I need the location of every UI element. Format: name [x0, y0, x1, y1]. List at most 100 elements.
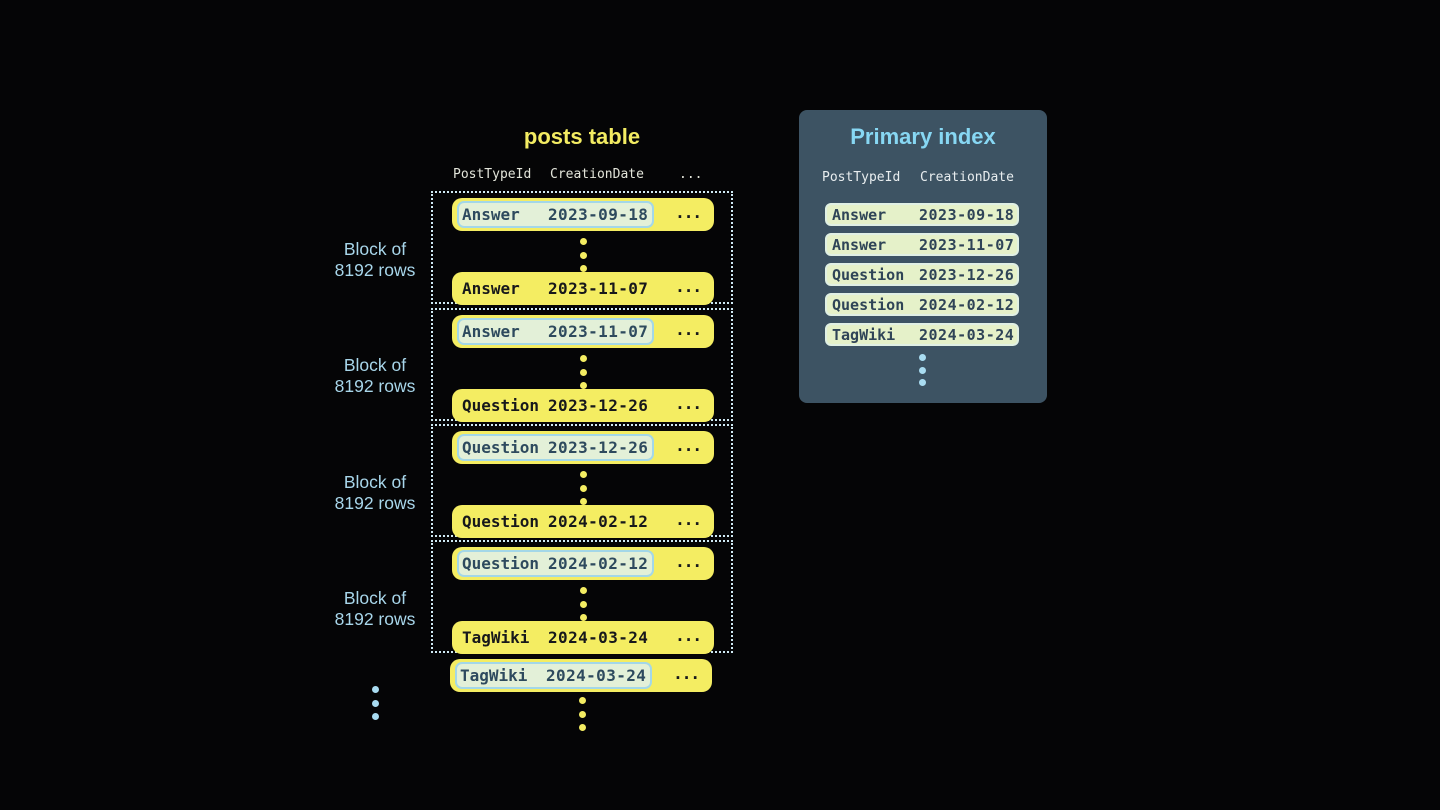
block-size-label-line1: Block of: [343, 472, 407, 492]
row-ellipsis: ...: [675, 551, 702, 571]
table-continues-dots: [431, 697, 733, 731]
index-entry-row: TagWiki 2024-03-24: [825, 323, 1019, 346]
cell-posttypeid: Question: [462, 554, 540, 573]
more-blocks-dots: [344, 686, 406, 720]
cell-posttypeid: Question: [462, 512, 540, 531]
row-ellipsis: ...: [675, 276, 702, 296]
dot-icon: [579, 587, 587, 594]
dot-icon: [579, 265, 587, 272]
dot-icon: [918, 354, 926, 361]
posts-column-header-ellipsis: ...: [679, 167, 703, 182]
table-row: Question 2024-02-12...: [452, 505, 714, 538]
key-values: Question 2023-12-26: [457, 392, 654, 419]
block-size-label-line2: 8192 rows: [334, 493, 416, 513]
cell-posttypeid: TagWiki: [462, 628, 530, 647]
key-values: Question 2024-02-12: [457, 508, 654, 535]
table-row: Answer 2023-11-07...: [452, 315, 714, 348]
row-ellipsis: ...: [673, 663, 700, 683]
cell-creationdate: 2023-12-26: [919, 265, 1015, 284]
table-row: TagWiki 2024-03-24...: [452, 621, 714, 654]
cell-creationdate: 2023-09-18: [919, 205, 1015, 224]
posts-table-title: posts table: [523, 124, 641, 149]
row-ellipsis: ...: [675, 435, 702, 455]
index-column-header-posttypeid: PostTypeId: [822, 170, 901, 185]
block-size-label-line1: Block of: [343, 588, 407, 608]
cell-posttypeid: Question: [462, 396, 540, 415]
dot-icon: [918, 379, 926, 386]
row-block: Question 2024-02-12... TagWiki 2024-03-24..…: [431, 540, 733, 654]
overflow-row-container: TagWiki 2024-03-24...: [431, 654, 733, 697]
block-size-label-line2: 8192 rows: [334, 260, 416, 280]
dot-icon: [371, 686, 379, 693]
cell-creationdate: 2024-03-24: [919, 325, 1015, 344]
dot-icon: [579, 614, 587, 621]
highlighted-key-pill: Question 2023-12-26: [457, 434, 654, 461]
dot-icon: [579, 238, 587, 245]
dot-icon: [579, 471, 587, 478]
posts-column-header-creationdate: CreationDate: [550, 167, 644, 182]
dot-icon: [578, 697, 586, 704]
highlighted-key-pill: Question 2024-02-12: [457, 550, 654, 577]
table-row: Question 2024-02-12...: [452, 547, 714, 580]
row-ellipsis: ...: [675, 319, 702, 339]
cell-creationdate: 2023-12-26: [548, 396, 649, 415]
cell-posttypeid: Answer: [832, 205, 887, 224]
index-continues-dots: [825, 354, 1019, 386]
dot-icon: [579, 484, 587, 492]
row-ellipsis: ...: [675, 509, 702, 529]
row-ellipsis: ...: [675, 202, 702, 222]
key-values: TagWiki 2024-03-24: [457, 624, 654, 651]
row-block: Question 2023-12-26... Question 2024-02-12.…: [431, 424, 733, 538]
cell-posttypeid: Answer: [832, 235, 887, 254]
block-size-label-line1: Block of: [343, 355, 407, 375]
table-row: TagWiki 2024-03-24...: [450, 659, 712, 692]
dot-icon: [579, 355, 587, 362]
cell-creationdate: 2023-12-26: [548, 438, 649, 457]
cell-creationdate: 2023-11-07: [548, 279, 649, 298]
cell-creationdate: 2024-02-12: [919, 295, 1015, 314]
dot-icon: [579, 382, 587, 389]
dot-icon: [579, 600, 587, 608]
cell-creationdate: 2024-03-24: [546, 666, 647, 685]
dot-icon: [371, 699, 379, 707]
row-ellipsis: ...: [675, 625, 702, 645]
cell-posttypeid: Answer: [462, 322, 520, 341]
cell-posttypeid: TagWiki: [832, 325, 896, 344]
cell-creationdate: 2023-11-07: [548, 322, 649, 341]
row-ellipsis: ...: [675, 393, 702, 413]
posts-column-header-posttypeid: PostTypeId: [453, 167, 532, 182]
cell-creationdate: 2024-02-12: [548, 554, 649, 573]
highlighted-key-pill: Answer 2023-11-07: [457, 318, 654, 345]
cell-posttypeid: Answer: [462, 205, 520, 224]
dot-icon: [579, 251, 587, 259]
cell-posttypeid: TagWiki: [460, 666, 528, 685]
dot-icon: [579, 368, 587, 376]
index-entry-row: Answer 2023-09-18: [825, 203, 1019, 226]
dot-icon: [579, 498, 587, 505]
cell-creationdate: 2024-03-24: [548, 628, 649, 647]
rows-omitted-dots: [452, 587, 714, 621]
index-column-header-creationdate: CreationDate: [920, 170, 1014, 185]
cell-creationdate: 2024-02-12: [548, 512, 649, 531]
block-size-label-line2: 8192 rows: [334, 376, 416, 396]
table-row: Question 2023-12-26...: [452, 389, 714, 422]
cell-posttypeid: Question: [462, 438, 540, 457]
highlighted-key-pill: TagWiki 2024-03-24: [455, 662, 652, 689]
rows-omitted-dots: [452, 238, 714, 272]
dot-icon: [371, 713, 379, 720]
dot-icon: [578, 710, 586, 718]
rows-omitted-dots: [452, 355, 714, 389]
